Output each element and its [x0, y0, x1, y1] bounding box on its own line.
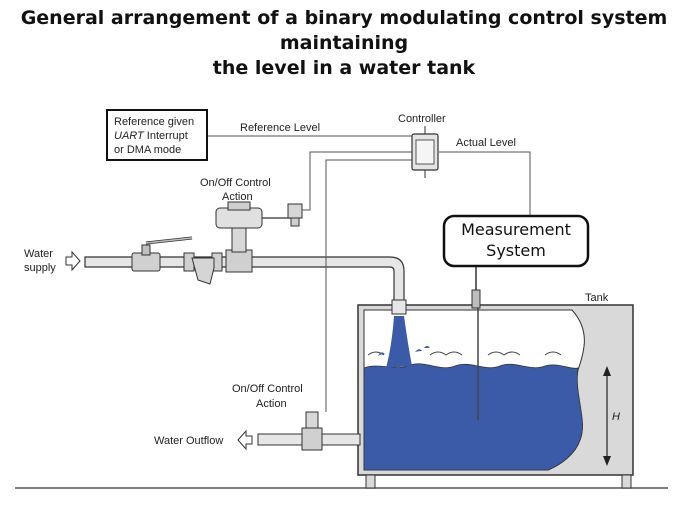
reference-box-line-2: UART Interrupt: [114, 130, 188, 142]
reference-box-uart: UART: [114, 130, 145, 142]
onoff-top-label-line-2: Action: [222, 191, 253, 203]
controller-label: Controller: [398, 113, 446, 125]
water-supply-arrow: [65, 250, 81, 272]
height-arrow-head-bottom: [603, 456, 611, 466]
inlet-nozzle: [391, 299, 407, 315]
title-line-2: the level in a water tank: [212, 57, 476, 79]
tank-leg-right: [621, 474, 632, 489]
measurement-system-box: [442, 214, 590, 268]
solenoid-top: [287, 203, 303, 219]
reference-level-label: Reference Level: [240, 122, 320, 134]
tank-label: Tank: [585, 292, 609, 304]
strainer: [183, 252, 223, 285]
controller-to-bottom-valve-line: [325, 159, 412, 412]
reference-box-line-3: or DMA mode: [114, 144, 181, 156]
reference-box-interrupt: Interrupt: [144, 130, 188, 142]
inlet-pipe: [84, 256, 430, 368]
controller-to-top-valve-line: [302, 151, 412, 211]
level-probe: [471, 262, 481, 420]
actual-level-label: Actual Level: [456, 137, 516, 149]
ball-valve: [131, 236, 193, 272]
water-outflow-arrow: [237, 429, 253, 451]
onoff-bottom-label-line-1: On/Off Control: [232, 383, 303, 395]
measurement-label-line-1: Measurement: [461, 220, 571, 239]
tank-leg-left: [365, 474, 376, 489]
onoff-top-label-line-1: On/Off Control: [200, 177, 271, 189]
reference-box-line-1: Reference given: [114, 116, 194, 128]
water-supply-label-line-2: supply: [24, 262, 56, 274]
tank-water: [363, 363, 583, 471]
water-supply-label-line-1: Water: [24, 248, 53, 260]
water-outflow-label: Water Outflow: [154, 435, 223, 447]
diagram-title: General arrangement of a binary modulati…: [0, 6, 688, 81]
wave-lines: [367, 351, 562, 356]
onoff-valve-bottom: [301, 411, 323, 451]
onoff-bottom-label-line-2: Action: [256, 398, 287, 410]
title-line-1: General arrangement of a binary modulati…: [20, 7, 668, 54]
height-label: H: [612, 411, 620, 423]
splash-drops: [378, 346, 430, 356]
controller-device: [411, 126, 439, 178]
reference-box: [106, 109, 208, 161]
measurement-label-line-2: System: [486, 241, 546, 260]
outlet-pipe: [257, 411, 361, 451]
height-arrow-head-top: [603, 366, 611, 376]
signal-lines: [207, 135, 531, 412]
actual-level-line: [439, 151, 531, 216]
onoff-valve-top: [215, 201, 303, 273]
water-splash: [386, 316, 412, 368]
